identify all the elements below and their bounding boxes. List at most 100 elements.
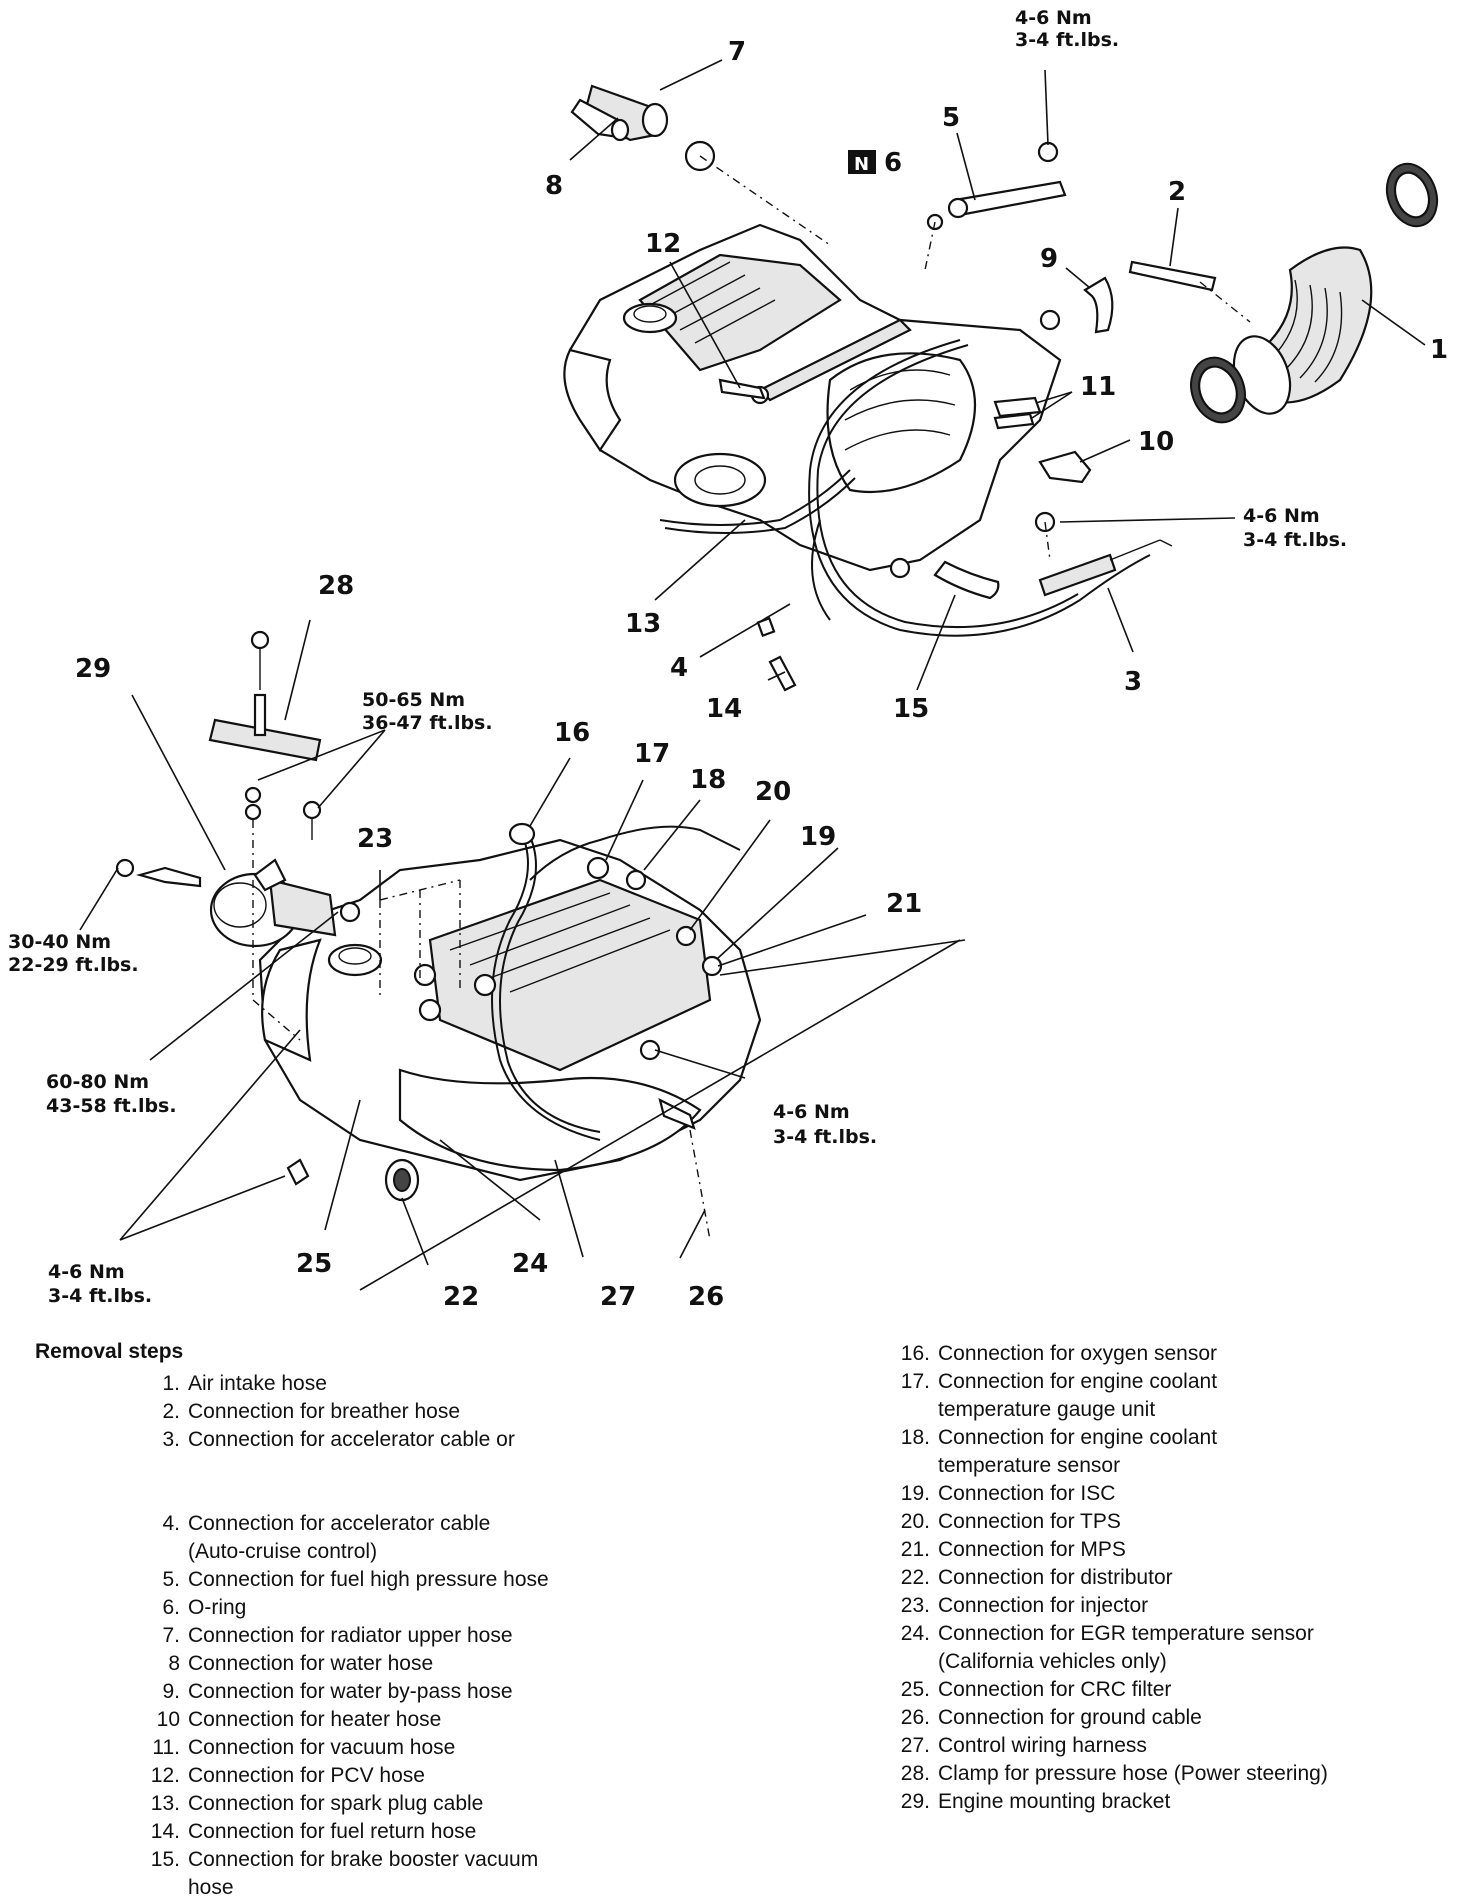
torque-spec-ftlbs: 43-58 ft.lbs. bbox=[46, 1095, 177, 1117]
torque-spec-ftlbs: 3-4 ft.lbs. bbox=[773, 1126, 877, 1148]
torque-spec-ftlbs: 36-47 ft.lbs. bbox=[362, 712, 493, 734]
callout-10: 10 bbox=[1138, 427, 1174, 457]
step-text: Connection for vacuum hose bbox=[188, 1736, 456, 1759]
new-part-badge: N bbox=[854, 154, 869, 175]
list-item: 8 Connection for water hose bbox=[130, 1650, 690, 1678]
step-text: O-ring bbox=[188, 1596, 247, 1619]
step-text: Connection for engine coolant temperatur… bbox=[938, 1370, 1218, 1421]
torque-spec-nm: 50-65 Nm bbox=[362, 689, 465, 711]
torque-spec-nm: 4-6 Nm bbox=[773, 1101, 850, 1123]
step-text: Connection for CRC filter bbox=[938, 1678, 1172, 1701]
list-item: 25.Connection for CRC filter bbox=[880, 1676, 1460, 1704]
step-number: 28. bbox=[900, 1762, 930, 1785]
list-item: 28. Clamp for pressure hose (Power steeri… bbox=[880, 1760, 1460, 1788]
step-number: 13. bbox=[150, 1792, 180, 1815]
torque-spec-nm: 4-6 Nm bbox=[1015, 7, 1092, 29]
callout-22: 22 bbox=[443, 1282, 479, 1310]
step-number: 21. bbox=[900, 1538, 930, 1561]
callout-17: 17 bbox=[634, 739, 670, 769]
callout-9: 9 bbox=[1040, 244, 1058, 274]
list-item: 4. Connection for accelerator cable (Auto… bbox=[130, 1510, 690, 1566]
step-number: 26. bbox=[900, 1706, 930, 1729]
upper-engine-illustration bbox=[563, 84, 1439, 692]
exploded-engine-diagram: 1 2 3 4 5 N 6 7 8 9 10 11 12 13 14 15 16… bbox=[8, 7, 1448, 1310]
step-text: Connection for ground cable bbox=[938, 1706, 1202, 1729]
list-item: 11. Connection for vacuum hose bbox=[130, 1734, 690, 1762]
list-item: 23. Connection for injector bbox=[880, 1592, 1460, 1620]
torque-spec-nm: 30-40 Nm bbox=[8, 931, 111, 953]
step-text: Connection for ISC bbox=[938, 1482, 1116, 1505]
step-text: Connection for MPS bbox=[938, 1538, 1126, 1561]
step-number: 23. bbox=[900, 1594, 930, 1617]
callout-28: 28 bbox=[318, 571, 354, 601]
callout-12: 12 bbox=[645, 229, 681, 259]
torque-specs: 4-6 Nm 3-4 ft.lbs. 4-6 Nm 3-4 ft.lbs. 50… bbox=[8, 7, 1347, 1307]
list-item: 26. Connection for ground cable bbox=[880, 1704, 1460, 1732]
step-text: Air intake hose bbox=[188, 1372, 327, 1395]
callout-13: 13 bbox=[625, 609, 661, 639]
step-number: 11. bbox=[152, 1736, 180, 1759]
callout-1: 1 bbox=[1430, 335, 1448, 365]
callout-8: 8 bbox=[545, 171, 563, 201]
step-text: Connection for radiator upper hose bbox=[188, 1624, 513, 1647]
callout-27: 27 bbox=[600, 1282, 636, 1310]
list-item: 19.Connection for ISC bbox=[880, 1480, 1460, 1508]
step-number: 18. bbox=[900, 1426, 930, 1449]
step-number: 7. bbox=[162, 1624, 180, 1647]
step-number: 6. bbox=[162, 1596, 180, 1619]
step-text: Clamp for pressure hose (Power steering) bbox=[938, 1762, 1328, 1785]
step-text: Control wiring harness bbox=[938, 1734, 1147, 1757]
list-item: 16.Connection for oxygen sensor bbox=[880, 1340, 1460, 1368]
step-number: 17. bbox=[900, 1370, 930, 1393]
callout-29: 29 bbox=[75, 654, 111, 684]
torque-spec-ftlbs: 3-4 ft.lbs. bbox=[1015, 29, 1119, 51]
removal-steps-title: Removal steps bbox=[35, 1340, 184, 1363]
step-text: Connection for accelerator cable (Auto-c… bbox=[188, 1512, 491, 1563]
callout-11: 11 bbox=[1080, 372, 1116, 402]
step-text: Connection for water hose bbox=[188, 1652, 434, 1675]
step-number: 27. bbox=[900, 1734, 930, 1757]
torque-spec-ftlbs: 3-4 ft.lbs. bbox=[48, 1285, 152, 1307]
step-text: Connection for fuel high pressure hose bbox=[188, 1568, 549, 1591]
list-item: 9.Connection for water by-pass hose bbox=[130, 1678, 690, 1706]
list-item: 27. Control wiring harness bbox=[880, 1732, 1460, 1760]
step-text: Connection for brake booster vacuum hose bbox=[188, 1848, 539, 1899]
list-item: 20. Connection for TPS bbox=[880, 1508, 1460, 1536]
step-text: Connection for breather hose bbox=[188, 1400, 461, 1423]
step-text: Connection for spark plug cable bbox=[188, 1792, 484, 1815]
list-item: 15.Connection for brake booster vacuum h… bbox=[130, 1846, 690, 1902]
step-number: 8 bbox=[168, 1652, 180, 1675]
list-item: 1.Air intake hose bbox=[130, 1370, 690, 1398]
callout-20: 20 bbox=[755, 777, 791, 807]
list-item: 13. Connection for spark plug cable bbox=[130, 1790, 690, 1818]
callout-19: 19 bbox=[800, 822, 836, 852]
callout-2: 2 bbox=[1168, 177, 1186, 207]
step-text: Connection for TPS bbox=[938, 1510, 1121, 1533]
step-number: 4. bbox=[162, 1512, 180, 1535]
list-item: 5.Connection for fuel high pressure hose bbox=[130, 1566, 690, 1594]
callout-21: 21 bbox=[886, 889, 922, 919]
list-item: 12.Connection for PCV hose bbox=[130, 1762, 690, 1790]
new-part-badge-box bbox=[848, 150, 876, 174]
callout-24: 24 bbox=[512, 1249, 548, 1279]
step-number: 20. bbox=[900, 1510, 930, 1533]
step-text: Connection for PCV hose bbox=[188, 1764, 425, 1787]
torque-spec-nm: 60-80 Nm bbox=[46, 1071, 149, 1093]
step-text: Connection for EGR temperature sensor (C… bbox=[938, 1622, 1314, 1673]
callout-6: 6 bbox=[884, 148, 902, 178]
step-text: Connection for fuel return hose bbox=[188, 1820, 477, 1843]
callout-14: 14 bbox=[706, 694, 742, 724]
list-item: 22.Connection for distributor bbox=[880, 1564, 1460, 1592]
callout-18: 18 bbox=[690, 765, 726, 795]
step-text: Connection for heater hose bbox=[188, 1708, 442, 1731]
callout-5: 5 bbox=[942, 103, 960, 133]
torque-spec-nm: 4-6 Nm bbox=[1243, 505, 1320, 527]
callout-26: 26 bbox=[688, 1282, 724, 1310]
removal-steps-left-column: 1.Air intake hose 2.Connection for breat… bbox=[130, 1370, 690, 1902]
step-number: 14. bbox=[150, 1820, 180, 1843]
list-item: 6. O-ring bbox=[130, 1594, 690, 1622]
step-text: Connection for injector bbox=[938, 1594, 1149, 1617]
torque-spec-ftlbs: 22-29 ft.lbs. bbox=[8, 954, 139, 976]
callout-7: 7 bbox=[728, 37, 746, 67]
